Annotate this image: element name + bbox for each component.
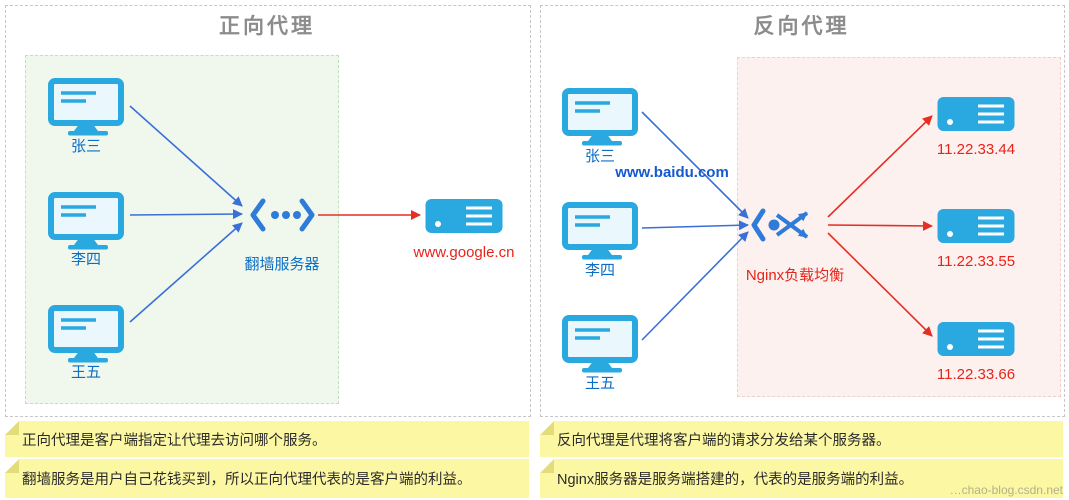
note-fold	[540, 459, 554, 473]
note-reverse-1: 反向代理是代理将客户端的请求分发给某个服务器。	[540, 421, 1063, 457]
client-label: 张三	[70, 138, 101, 155]
server-icon	[424, 197, 504, 235]
server-icon	[936, 320, 1016, 358]
computer-icon	[562, 315, 638, 373]
client-label: 王五	[584, 375, 615, 392]
forward-proxy-panel	[5, 5, 531, 417]
load-balancer-icon	[750, 202, 826, 248]
note-forward-2: 翻墙服务是用户自己花钱买到，所以正向代理代表的是客户端的利益。	[5, 459, 529, 498]
client-label: 李四	[584, 262, 615, 279]
proxy-label: 翻墙服务器	[244, 256, 320, 273]
server-ip-label: 11.22.33.66	[936, 366, 1016, 383]
computer-icon	[562, 88, 638, 146]
forward-proxy-title: 正向代理	[219, 15, 315, 38]
requested-domain-label: www.baidu.com	[615, 164, 729, 181]
computer-icon	[48, 192, 124, 250]
client-label: 张三	[584, 148, 615, 165]
note-fold	[5, 459, 19, 473]
note-text: 正向代理是客户端指定让代理去访问哪个服务。	[22, 432, 327, 449]
note-forward-1: 正向代理是客户端指定让代理去访问哪个服务。	[5, 421, 529, 457]
server-ip-label: 11.22.33.55	[936, 253, 1016, 270]
server-icon	[936, 95, 1016, 133]
computer-icon	[48, 78, 124, 136]
client-label: 王五	[70, 364, 101, 381]
load-balancer-label: Nginx负载均衡	[745, 267, 845, 284]
server-ip-label: 11.22.33.44	[936, 141, 1016, 158]
target-server-label: www.google.cn	[413, 244, 515, 261]
client-label: 李四	[70, 251, 101, 268]
computer-icon	[562, 202, 638, 260]
reverse-proxy-panel	[540, 5, 1065, 417]
note-text: Nginx服务器是服务端搭建的，代表的是服务端的利益。	[557, 472, 914, 488]
proxy-node-icon	[246, 197, 318, 233]
note-fold	[5, 421, 19, 435]
server-icon	[936, 207, 1016, 245]
note-text: 翻墙服务是用户自己花钱买到，所以正向代理代表的是客户端的利益。	[22, 472, 472, 488]
note-text: 反向代理是代理将客户端的请求分发给某个服务器。	[557, 432, 891, 449]
reverse-proxy-title: 反向代理	[753, 15, 850, 38]
computer-icon	[48, 305, 124, 363]
note-fold	[540, 421, 554, 435]
watermark-text: …chao-blog.csdn.net	[949, 483, 1063, 497]
note-reverse-2: Nginx服务器是服务端搭建的，代表的是服务端的利益。	[540, 459, 1063, 498]
